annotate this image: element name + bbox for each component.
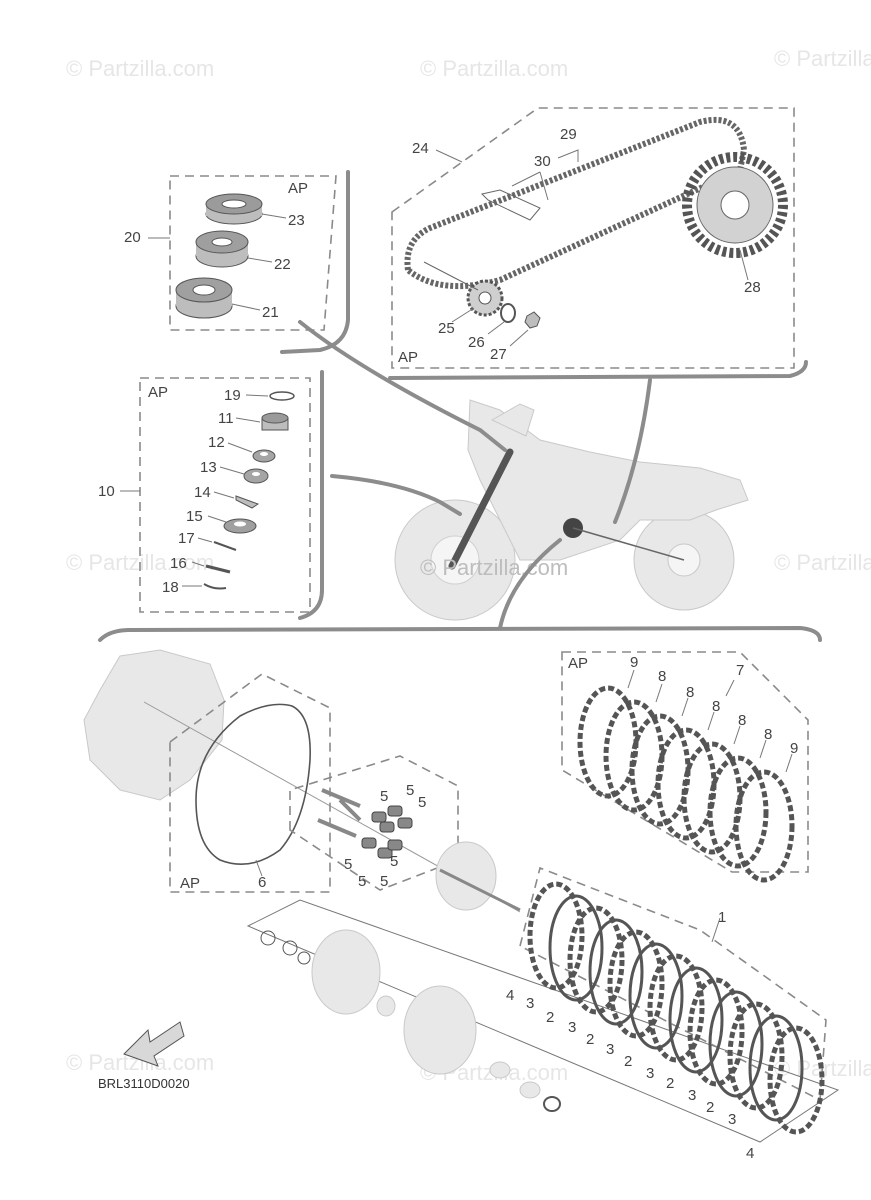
bearing-22[interactable]: [195, 230, 249, 268]
key-14[interactable]: [235, 495, 260, 509]
bearing-11[interactable]: [261, 412, 289, 431]
rear-sprocket[interactable]: [682, 152, 788, 258]
front-direction-arrow-icon: [123, 1021, 185, 1067]
group-label-20[interactable]: 20: [124, 229, 141, 246]
part-label-21[interactable]: 21: [262, 304, 279, 321]
lock-washer[interactable]: [500, 303, 516, 323]
part-label-2[interactable]: 2: [706, 1099, 714, 1116]
part-label-8[interactable]: 8: [712, 698, 720, 715]
crankcase-cover[interactable]: [83, 649, 225, 801]
group-label-1[interactable]: 1: [718, 909, 726, 926]
drive-chain[interactable]: [404, 116, 748, 290]
part-label-23[interactable]: 23: [288, 212, 305, 229]
part-label-3[interactable]: 3: [606, 1041, 614, 1058]
part-label-5[interactable]: 5: [380, 788, 388, 805]
group-label-10[interactable]: 10: [98, 483, 115, 500]
friction-plates[interactable]: [577, 685, 795, 883]
part-label-5[interactable]: 5: [344, 856, 352, 873]
ap-label: AP: [180, 875, 200, 892]
circlip-19[interactable]: [269, 391, 295, 401]
part-label-3[interactable]: 3: [526, 995, 534, 1012]
part-label-5[interactable]: 5: [380, 873, 388, 890]
part-label-8[interactable]: 8: [738, 712, 746, 729]
damper-pin-group: 5 5 5 5 5 5 5: [289, 755, 459, 891]
part-label-15[interactable]: 15: [186, 508, 203, 525]
part-label-18[interactable]: 18: [162, 579, 179, 596]
part-label-11[interactable]: 11: [218, 410, 234, 427]
part-label-27[interactable]: 27: [490, 346, 507, 363]
watermark: © Partzilla.com: [66, 56, 214, 81]
watermark: © Partzilla.com: [774, 550, 871, 575]
clutch-plate-group: 1 4 3 2 3 2 3 2 3 2 3 2 3 4: [506, 866, 827, 1162]
sprocket-nut[interactable]: [524, 311, 541, 329]
motorcycle-illustration: © Partzilla.com: [394, 399, 749, 621]
clutch-boss[interactable]: [403, 985, 477, 1075]
part-label-5[interactable]: 5: [358, 873, 366, 890]
connector-bands: [98, 170, 822, 642]
part-label-3[interactable]: 3: [688, 1087, 696, 1104]
bearing-21[interactable]: [175, 277, 233, 319]
engine-small-parts-group: AP 10 19 11: [98, 377, 311, 613]
watermark: © Partzilla.com: [420, 56, 568, 81]
bearing-12[interactable]: [252, 449, 276, 463]
bearing-15[interactable]: [223, 518, 257, 534]
part-label-2[interactable]: 2: [624, 1053, 632, 1070]
part-label-3[interactable]: 3: [728, 1111, 736, 1128]
clutch-assembly-parts: [246, 841, 840, 1143]
part-label-30[interactable]: 30: [534, 153, 551, 170]
friction-plate-group: AP 7 9 8 8 8 8 8 9: [561, 651, 809, 883]
part-label-29[interactable]: 29: [560, 126, 577, 143]
part-label-3[interactable]: 3: [568, 1019, 576, 1036]
part-label-5[interactable]: 5: [390, 853, 398, 870]
part-label-19[interactable]: 19: [224, 387, 241, 404]
group-label-7[interactable]: 7: [736, 662, 744, 679]
bearing-group: AP 20 23 22 21: [124, 175, 337, 331]
clip-18[interactable]: [203, 583, 227, 590]
ap-label: AP: [398, 349, 418, 366]
part-label-8[interactable]: 8: [658, 668, 666, 685]
ap-label: AP: [288, 180, 308, 197]
part-label-2[interactable]: 2: [546, 1009, 554, 1026]
part-label-8[interactable]: 8: [764, 726, 772, 743]
group-label-24[interactable]: 24: [412, 140, 429, 157]
watermark: © Partzilla.com: [774, 46, 871, 71]
part-label-9[interactable]: 9: [790, 740, 798, 757]
part-label-26[interactable]: 26: [468, 334, 485, 351]
bearing-23[interactable]: [205, 193, 263, 225]
part-label-22[interactable]: 22: [274, 256, 291, 273]
part-label-14[interactable]: 14: [194, 484, 211, 501]
pin-16[interactable]: [205, 564, 231, 574]
chain-sprocket-group: 24 AP 29 30 28 25 26 27: [391, 107, 795, 369]
part-label-2[interactable]: 2: [586, 1031, 594, 1048]
part-label-3[interactable]: 3: [646, 1065, 654, 1082]
part-label-2[interactable]: 2: [666, 1075, 674, 1092]
clutch-plates[interactable]: [527, 881, 825, 1135]
bearing-13[interactable]: [243, 468, 269, 484]
part-label-12[interactable]: 12: [208, 434, 225, 451]
part-label-13[interactable]: 13: [200, 459, 217, 476]
front-sprocket[interactable]: [466, 279, 504, 317]
part-label-9[interactable]: 9: [630, 654, 638, 671]
part-label-25[interactable]: 25: [438, 320, 455, 337]
chain-master-link[interactable]: [481, 189, 541, 221]
ap-label: AP: [568, 655, 588, 672]
damper-pins[interactable]: [317, 788, 413, 859]
part-label-6[interactable]: 6: [258, 874, 266, 891]
part-label-4[interactable]: 4: [746, 1145, 754, 1162]
watermark: © Partzilla.com: [420, 555, 568, 580]
part-label-16[interactable]: 16: [170, 555, 187, 572]
crankcase-gasket[interactable]: [195, 703, 311, 866]
diagram-code: BRL3110D0020: [98, 1076, 190, 1091]
part-label-28[interactable]: 28: [744, 279, 761, 296]
part-label-5[interactable]: 5: [418, 794, 426, 811]
pin-17[interactable]: [213, 541, 237, 551]
part-label-5[interactable]: 5: [406, 782, 414, 799]
part-label-8[interactable]: 8: [686, 684, 694, 701]
part-label-17[interactable]: 17: [178, 530, 195, 547]
pressure-plate[interactable]: [435, 841, 497, 911]
clutch-housing[interactable]: [311, 929, 381, 1015]
ap-label: AP: [148, 384, 168, 401]
part-label-4[interactable]: 4: [506, 987, 514, 1004]
